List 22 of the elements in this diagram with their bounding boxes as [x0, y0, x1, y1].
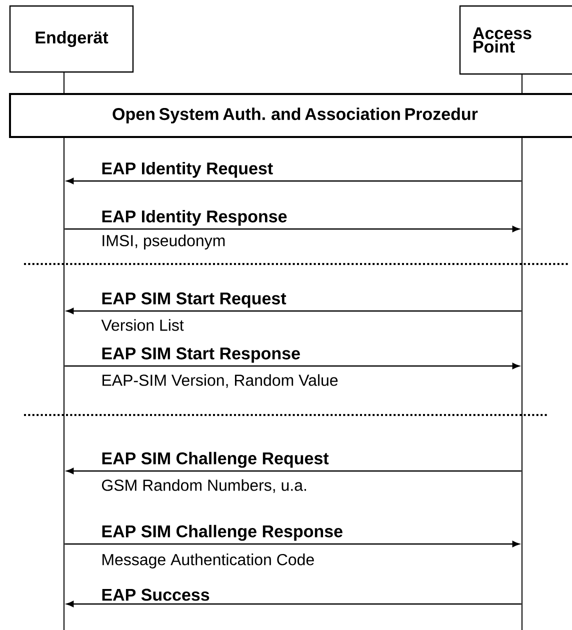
- message-label: EAP SIM Start Response: [100, 346, 302, 364]
- actor-box: Access Point: [459, 5, 572, 75]
- message-arrow: [66, 600, 522, 608]
- parameter-text: Message Authentication Code: [102, 554, 314, 568]
- parameter-text: Version List: [101, 319, 184, 331]
- parameter-text: IMSI, pseudonym: [102, 234, 225, 250]
- parameter-text: EAP-SIM Version, Random Value: [102, 374, 338, 388]
- message-arrow: [64, 540, 520, 548]
- message-label: EAP SIM Challenge Request: [100, 450, 330, 469]
- message-arrow: [66, 308, 522, 314]
- message-label: EAP Success: [100, 588, 211, 602]
- message-arrow: [66, 468, 522, 474]
- parameter-text: GSM Random Numbers, u.a.: [102, 479, 306, 493]
- message-label: EAP Identity Request: [100, 160, 274, 179]
- message-arrow: [64, 226, 520, 232]
- message-label: EAP SIM Start Request: [100, 291, 288, 309]
- message-arrow: [64, 362, 520, 370]
- message-label: EAP Identity Response: [100, 208, 288, 227]
- actor-box: Endgerät: [9, 5, 134, 73]
- phase-band: Open System Auth. and Association Prozedur: [9, 93, 572, 138]
- message-arrow: [66, 178, 522, 184]
- message-label: EAP SIM Challenge Response: [100, 524, 344, 542]
